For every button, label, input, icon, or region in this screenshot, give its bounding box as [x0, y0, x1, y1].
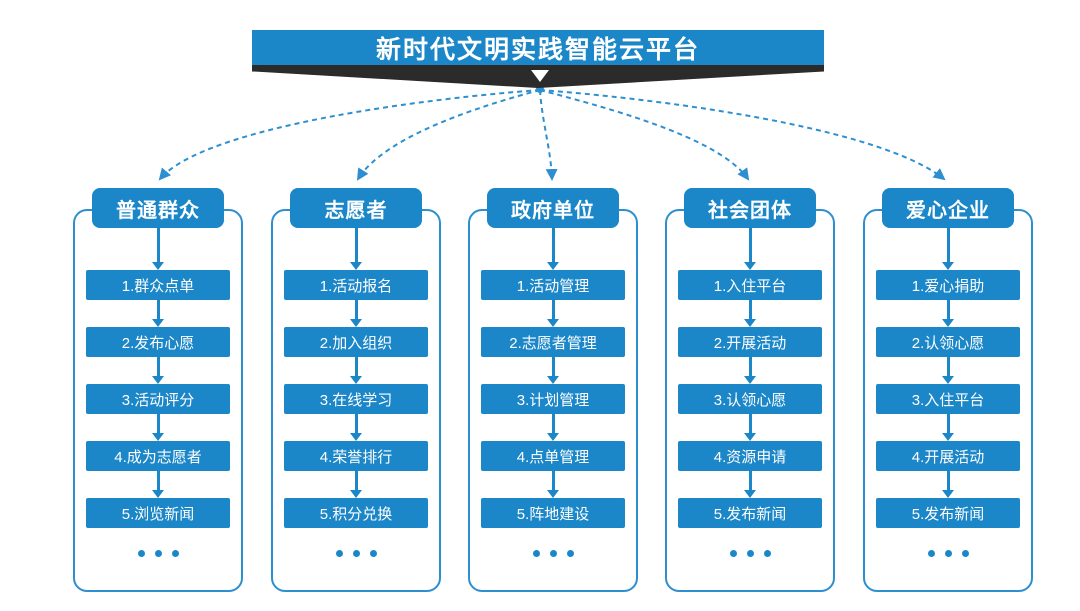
flow-step: 3.在线学习	[284, 384, 428, 414]
more-dots	[532, 550, 574, 557]
flow-step: 1.活动报名	[284, 270, 428, 300]
down-arrow-icon	[744, 471, 756, 498]
down-arrow-icon	[350, 300, 362, 327]
down-arrow-icon	[942, 357, 954, 384]
down-arrow-icon	[547, 228, 559, 270]
connector-line-4	[539, 89, 750, 181]
down-arrow-icon	[350, 228, 362, 270]
column-header: 志愿者	[290, 188, 422, 228]
column-caring-enterprises: 爱心企业 1.爱心捐助 2.认领心愿 3.入住平台 4.开展活动 5.发布新闻	[863, 188, 1033, 592]
flow-step: 3.活动评分	[86, 384, 230, 414]
flow-step: 2.加入组织	[284, 327, 428, 357]
down-arrow-icon	[152, 228, 164, 270]
flow-step: 2.开展活动	[678, 327, 822, 357]
flow-step: 4.开展活动	[876, 441, 1020, 471]
down-arrow-icon	[942, 228, 954, 270]
flow-step: 5.发布新闻	[678, 498, 822, 528]
down-arrow-icon	[547, 300, 559, 327]
flow-step: 3.计划管理	[481, 384, 625, 414]
flow-step: 3.入住平台	[876, 384, 1020, 414]
connector-line-5	[539, 89, 946, 181]
column-header: 爱心企业	[882, 188, 1014, 228]
down-arrow-icon	[350, 414, 362, 441]
down-arrow-icon	[744, 414, 756, 441]
column-general-public: 普通群众 1.群众点单 2.发布心愿 3.活动评分 4.成为志愿者 5.浏览新闻	[73, 188, 243, 592]
down-arrow-icon	[350, 471, 362, 498]
flow-step: 4.荣誉排行	[284, 441, 428, 471]
flow-step: 2.发布心愿	[86, 327, 230, 357]
column-government-units: 政府单位 1.活动管理 2.志愿者管理 3.计划管理 4.点单管理 5.阵地建设	[468, 188, 638, 592]
more-dots	[335, 550, 377, 557]
down-arrow-icon	[152, 414, 164, 441]
flow-step: 1.入住平台	[678, 270, 822, 300]
down-arrow-icon	[547, 471, 559, 498]
flow-step: 5.发布新闻	[876, 498, 1020, 528]
down-arrow-icon	[942, 471, 954, 498]
more-dots	[927, 550, 969, 557]
down-arrow-icon	[350, 357, 362, 384]
flow-step: 1.爱心捐助	[876, 270, 1020, 300]
connector-line-2	[356, 89, 541, 181]
down-arrow-icon	[152, 471, 164, 498]
flow-step: 1.群众点单	[86, 270, 230, 300]
more-dots	[137, 550, 179, 557]
column-header: 社会团体	[684, 188, 816, 228]
flow-step: 5.积分兑换	[284, 498, 428, 528]
flow-step: 2.认领心愿	[876, 327, 1020, 357]
down-arrow-icon	[152, 357, 164, 384]
down-arrow-icon	[744, 300, 756, 327]
flow-step: 4.点单管理	[481, 441, 625, 471]
platform-title-banner: 新时代文明实践智能云平台	[252, 30, 824, 65]
flow-step: 5.阵地建设	[481, 498, 625, 528]
connector-line-1	[158, 89, 541, 181]
connector-line-3	[539, 89, 558, 181]
flow-step: 2.志愿者管理	[481, 327, 625, 357]
down-arrow-icon	[547, 414, 559, 441]
flow-step: 5.浏览新闻	[86, 498, 230, 528]
connector-lines	[158, 85, 946, 181]
flow-step: 3.认领心愿	[678, 384, 822, 414]
flow-step: 4.资源申请	[678, 441, 822, 471]
more-dots	[729, 550, 771, 557]
down-arrow-icon	[942, 414, 954, 441]
column-header: 政府单位	[487, 188, 619, 228]
down-arrow-icon	[744, 228, 756, 270]
down-arrow-icon	[744, 357, 756, 384]
down-arrow-icon	[152, 300, 164, 327]
column-volunteers: 志愿者 1.活动报名 2.加入组织 3.在线学习 4.荣誉排行 5.积分兑换	[271, 188, 441, 592]
column-header: 普通群众	[92, 188, 224, 228]
column-social-organizations: 社会团体 1.入住平台 2.开展活动 3.认领心愿 4.资源申请 5.发布新闻	[665, 188, 835, 592]
flow-step: 1.活动管理	[481, 270, 625, 300]
down-arrow-icon	[547, 357, 559, 384]
down-arrow-icon	[942, 300, 954, 327]
flow-step: 4.成为志愿者	[86, 441, 230, 471]
